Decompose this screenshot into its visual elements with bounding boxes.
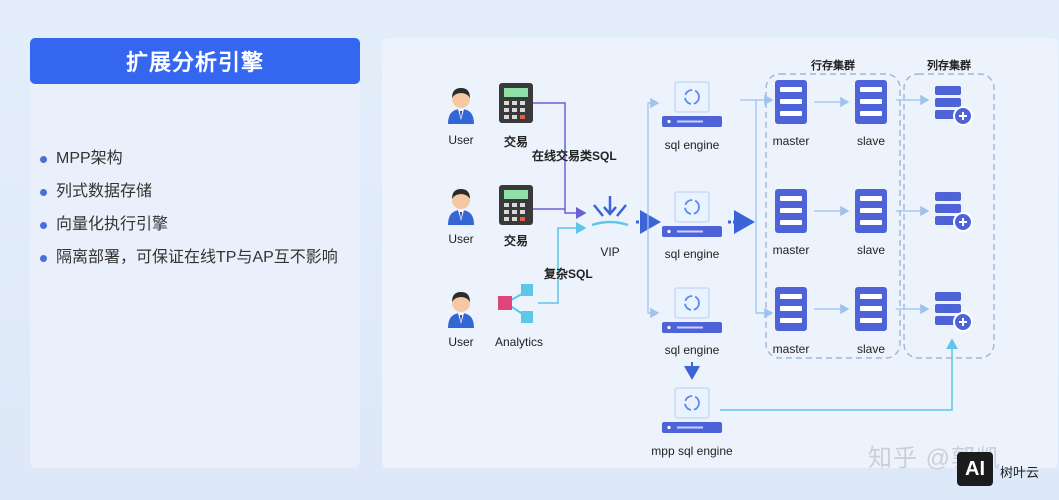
feature-item: MPP架构 bbox=[38, 148, 358, 170]
analytics-icon bbox=[498, 284, 533, 323]
ai-logo: AI bbox=[957, 452, 993, 486]
user-label: User bbox=[448, 335, 474, 349]
slide-title: 扩展分析引擎 bbox=[30, 38, 360, 84]
vip-to-engine3-arrow bbox=[647, 222, 660, 319]
mpp-to-column-arrow bbox=[720, 338, 958, 411]
slave-label: slave bbox=[856, 342, 886, 356]
architecture-panel bbox=[382, 38, 1058, 468]
trade-label: 交易 bbox=[503, 234, 529, 248]
engine-cluster-connector bbox=[740, 99, 772, 314]
online-sql-label: 在线交易类SQL bbox=[532, 149, 617, 163]
slave-server-icon bbox=[855, 287, 887, 331]
master-label: master bbox=[772, 243, 810, 257]
column-store-icon bbox=[934, 191, 973, 232]
calculator-icon bbox=[499, 83, 533, 123]
master-server-icon bbox=[775, 287, 807, 331]
sql-engine-label: sql engine bbox=[664, 138, 720, 152]
row-cluster-label: 行存集群 bbox=[811, 60, 855, 72]
mpp-sql-engine-label: mpp sql engine bbox=[651, 444, 733, 458]
feature-item: 隔离部署，可保证在线TP与AP互不影响 bbox=[38, 247, 358, 269]
sql-engine-label: sql engine bbox=[664, 343, 720, 357]
row-cluster-box bbox=[765, 73, 901, 359]
master-server-icon bbox=[775, 189, 807, 233]
feature-item: 向量化执行引擎 bbox=[38, 214, 358, 236]
complex-sql-label: 复杂SQL bbox=[544, 267, 593, 281]
vip-to-engine1-arrow bbox=[647, 97, 660, 222]
sql-engine-icon bbox=[661, 287, 723, 334]
calculator-icon bbox=[499, 185, 533, 225]
slave-label: slave bbox=[856, 134, 886, 148]
mpp-sql-engine-icon bbox=[661, 387, 723, 434]
user-icon bbox=[448, 292, 474, 328]
user-icon bbox=[448, 88, 474, 124]
slave-server-icon bbox=[855, 80, 887, 124]
feature-item: 列式数据存储 bbox=[38, 181, 358, 203]
master-server-icon bbox=[775, 80, 807, 124]
vip-icon bbox=[591, 196, 629, 227]
sql-engine-icon bbox=[661, 81, 723, 128]
vip-label: VIP bbox=[600, 245, 620, 259]
user-icon bbox=[448, 189, 474, 225]
slave-label: slave bbox=[856, 243, 886, 257]
trade-label: 交易 bbox=[503, 135, 529, 149]
user-label: User bbox=[448, 133, 474, 147]
sql-engine-icon bbox=[661, 191, 723, 238]
column-cluster-label: 列存集群 bbox=[927, 60, 971, 72]
complex-sql-arrow bbox=[538, 222, 587, 304]
slave-server-icon bbox=[855, 189, 887, 233]
user-label: User bbox=[448, 232, 474, 246]
online-sql-arrow bbox=[530, 102, 587, 219]
analytics-label: Analytics bbox=[494, 335, 544, 349]
master-label: master bbox=[772, 342, 810, 356]
sql-engine-label: sql engine bbox=[664, 247, 720, 261]
column-cluster-box bbox=[903, 73, 995, 359]
column-store-icon bbox=[934, 291, 973, 332]
master-label: master bbox=[772, 134, 810, 148]
left-panel bbox=[30, 38, 360, 468]
feature-list: MPP架构 列式数据存储 向量化执行引擎 隔离部署，可保证在线TP与AP互不影响 bbox=[38, 148, 358, 280]
column-store-icon bbox=[934, 85, 973, 126]
ai-logo-label: 树叶云 bbox=[1000, 465, 1040, 480]
